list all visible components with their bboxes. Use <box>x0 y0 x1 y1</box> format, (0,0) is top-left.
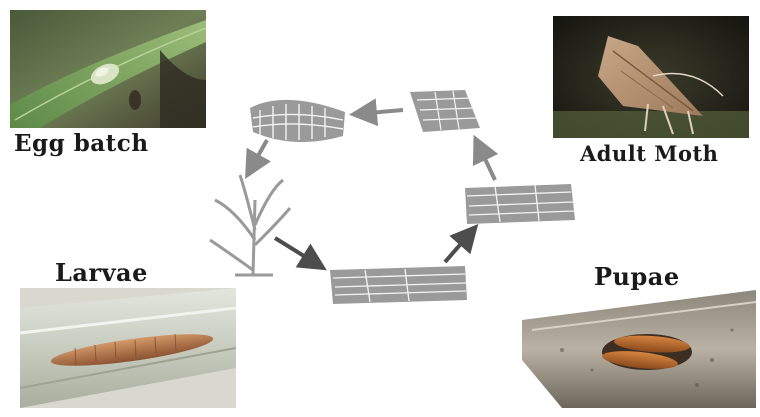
moth-drawing <box>410 90 480 132</box>
larva-drawing <box>330 266 467 304</box>
egg-batch-photo <box>10 10 206 128</box>
adult-moth-label: Adult Moth <box>580 141 718 166</box>
pupae-label: Pupae <box>594 262 680 291</box>
egg-batch-label: Egg batch <box>14 130 149 157</box>
egg-mass-drawing <box>250 100 345 142</box>
pupa-drawing <box>465 184 575 224</box>
rice-plant-drawing <box>210 175 290 275</box>
life-cycle-diagram <box>195 80 595 320</box>
larvae-label: Larvae <box>55 258 148 287</box>
